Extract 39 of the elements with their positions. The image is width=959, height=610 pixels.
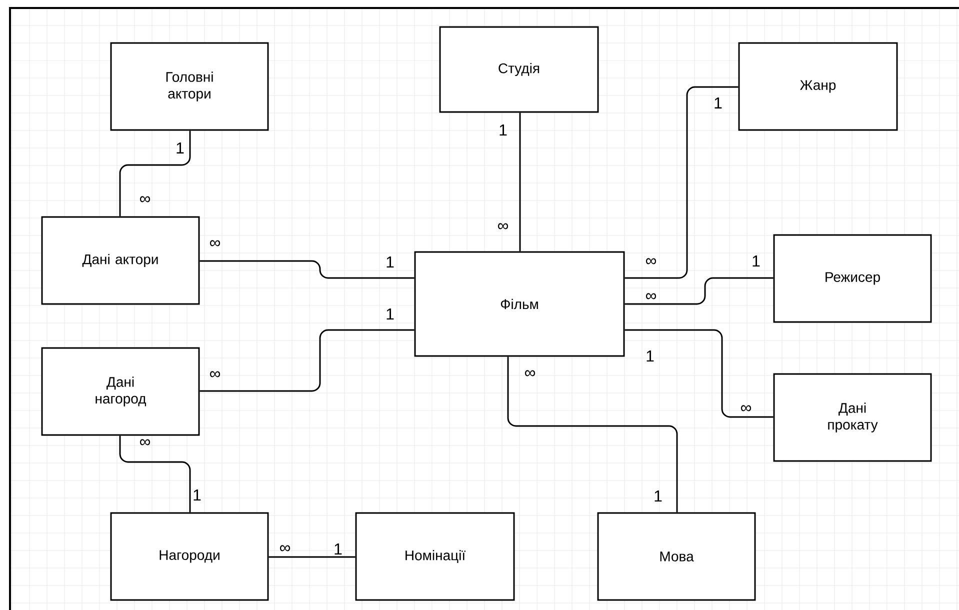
entity-box: Жанр	[738, 42, 898, 131]
cardinality-label: 1	[654, 490, 662, 502]
entity-box: Фільм	[414, 251, 625, 357]
entity-box: Дані прокату	[773, 373, 932, 462]
connector-line	[119, 130, 191, 216]
cardinality-label: ∞	[210, 371, 220, 378]
cardinality-label: 1	[194, 490, 201, 500]
cardinality-label: 1	[386, 308, 394, 320]
entity-box: Студія	[439, 26, 599, 113]
cardinality-label: ∞	[140, 196, 150, 202]
cardinality-label: ∞	[498, 223, 508, 230]
entity-box: Номінації	[355, 512, 515, 601]
entity-box: Дані актори	[41, 216, 200, 305]
entity-box: Мова	[597, 512, 756, 601]
cardinality-label: 1	[334, 544, 342, 554]
entity-box: Нагороди	[110, 512, 269, 601]
connector-line	[624, 329, 774, 418]
cardinality-label: ∞	[280, 545, 290, 552]
cardinality-label: ∞	[646, 293, 656, 300]
connector-line	[200, 329, 414, 392]
entity-box: Дані нагород	[41, 347, 200, 436]
connector-line	[624, 277, 774, 305]
connector-line	[200, 260, 414, 279]
connector-line	[519, 112, 521, 252]
cardinality-label: 1	[646, 350, 654, 362]
cardinality-label: 1	[752, 256, 760, 266]
cardinality-label: 1	[500, 124, 507, 136]
connector-line	[268, 556, 356, 558]
cardinality-label: ∞	[210, 240, 220, 246]
connector-line	[624, 86, 738, 279]
cardinality-label: ∞	[740, 405, 752, 412]
entity-box: Головні актори	[110, 42, 269, 131]
entity-box: Режисер	[773, 234, 932, 323]
cardinality-label: 1	[176, 142, 184, 154]
cardinality-label: 1	[386, 256, 394, 268]
connector-line	[119, 436, 191, 512]
cardinality-label: ∞	[646, 258, 656, 264]
connector-line	[507, 356, 678, 512]
cardinality-label: 1	[714, 98, 722, 108]
